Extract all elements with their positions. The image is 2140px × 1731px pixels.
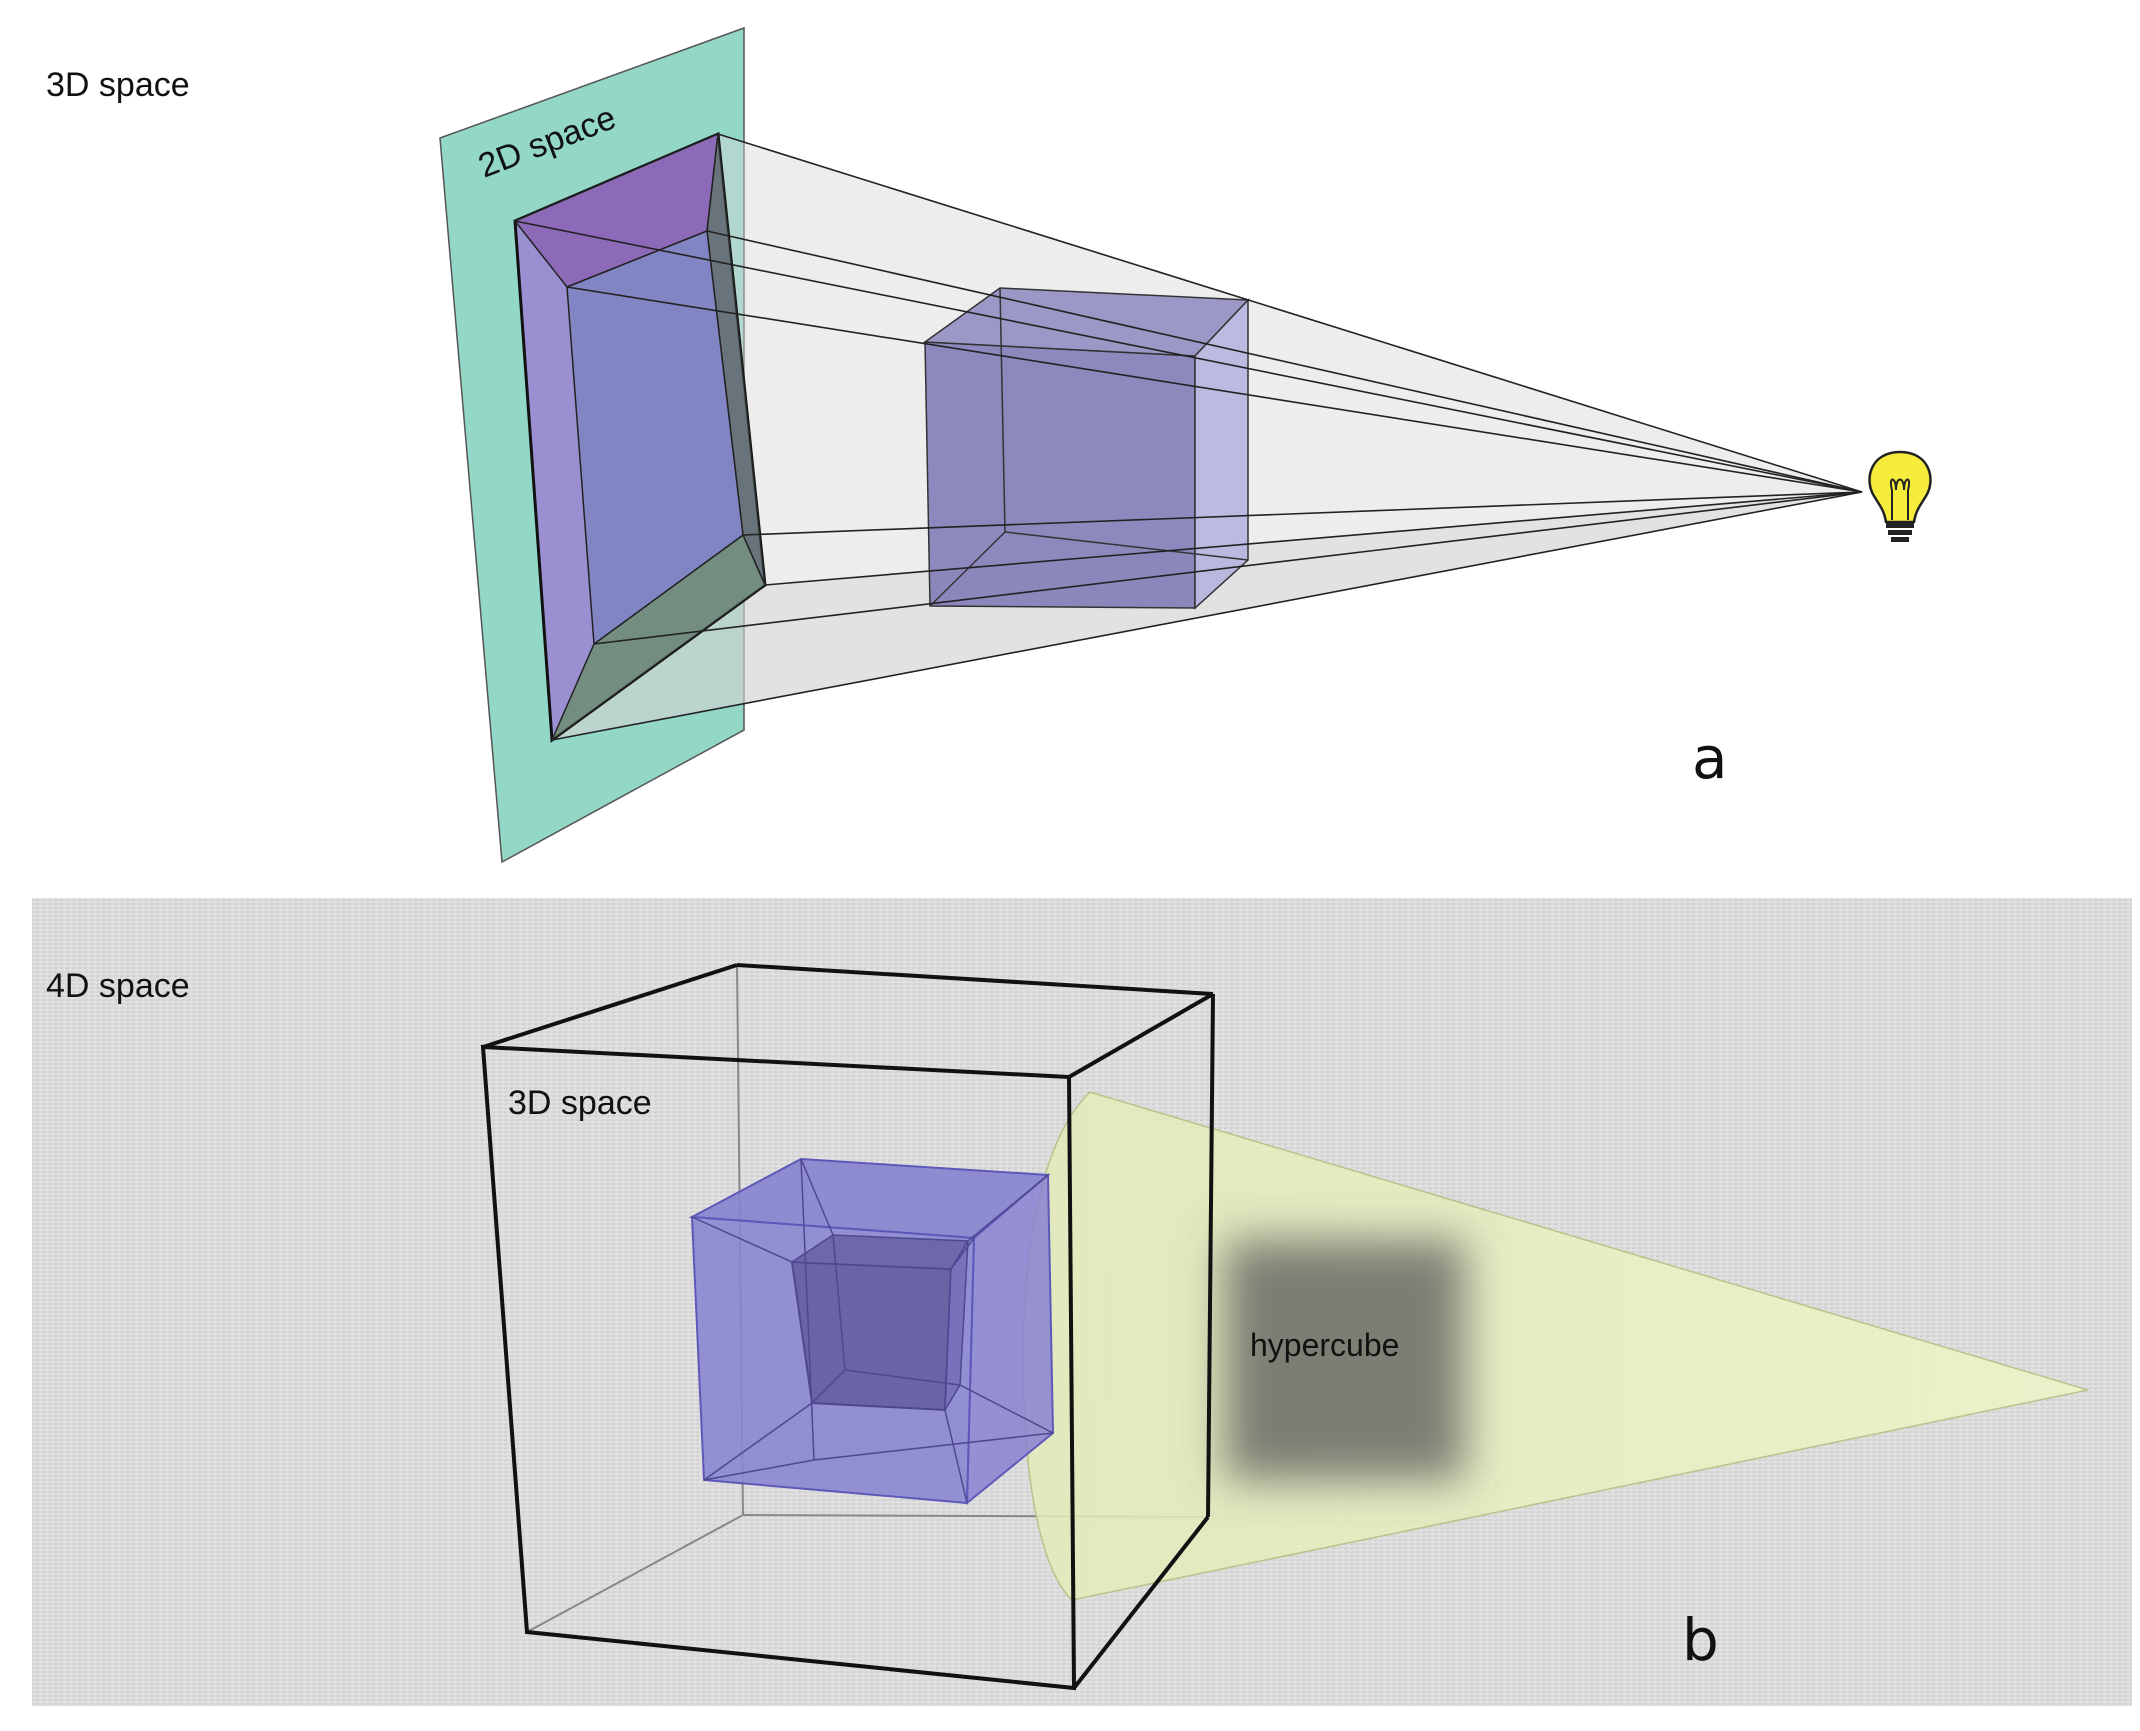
projection-rays-a bbox=[514, 133, 1863, 741]
panel-a-letter: a bbox=[1692, 724, 1728, 792]
cube-a bbox=[922, 287, 1250, 610]
panel-a-space-label: 3D space bbox=[46, 66, 190, 104]
light-bulb-icon bbox=[1868, 450, 1932, 542]
panel-b: 4D space 3D space hypercube b bbox=[32, 898, 2132, 1706]
hypercube-shadow bbox=[1225, 1240, 1465, 1480]
panel-a: 3D space 2D space a bbox=[46, 26, 1932, 864]
panel-b-space-label: 4D space bbox=[46, 967, 190, 1005]
hypercube-label: hypercube bbox=[1250, 1327, 1399, 1363]
projected-frame bbox=[513, 131, 767, 743]
inner-space-label: 3D space bbox=[508, 1084, 652, 1122]
panel-b-letter: b bbox=[1682, 1606, 1719, 1674]
hypercube-projection bbox=[688, 1157, 1055, 1506]
outer-box-front-edges bbox=[480, 963, 1215, 1691]
